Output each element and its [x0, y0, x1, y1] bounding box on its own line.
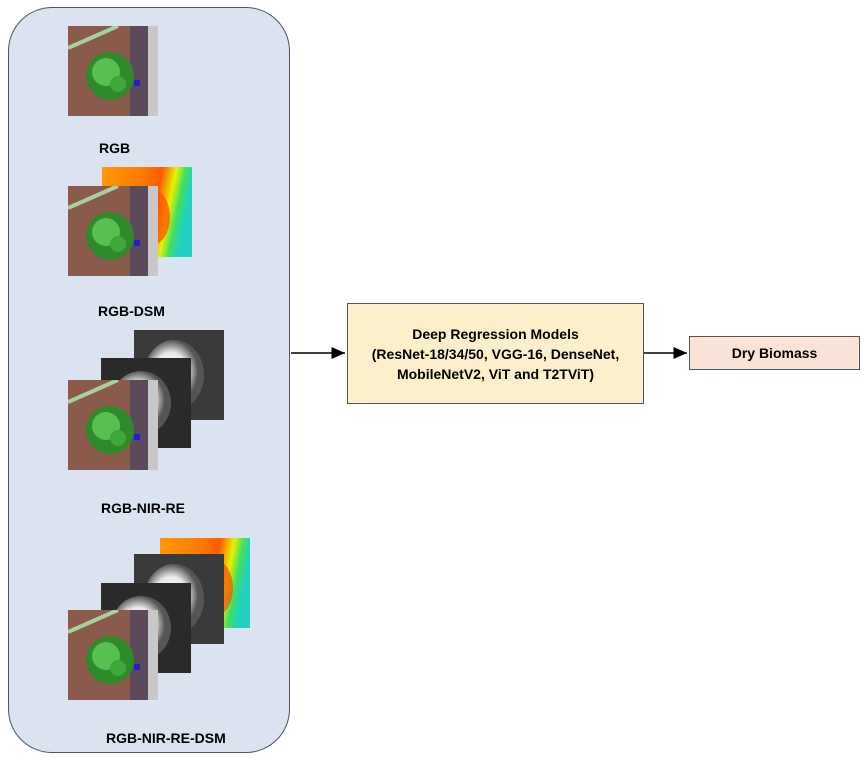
model-list-line1: (ResNet-18/34/50, VGG-16, DenseNet,	[371, 345, 620, 362]
rgb-nir-re-dsm-label: RGB-NIR-RE-DSM	[106, 730, 226, 746]
rgb-dsm-label: RGB-DSM	[98, 303, 165, 319]
dry-biomass-box: Dry Biomass	[689, 336, 860, 370]
rgb-nir-re-label: RGB-NIR-RE	[101, 500, 185, 516]
rgb-dsm-base-image	[68, 186, 158, 276]
dry-biomass-label: Dry Biomass	[731, 345, 818, 361]
model-title: Deep Regression Models	[412, 325, 579, 342]
model-list-line2: MobileNetV2, ViT and T2TViT)	[396, 365, 595, 382]
rgb-nir-re-dsm-base-image	[68, 610, 158, 700]
rgb-image	[68, 26, 158, 116]
deep-regression-models-box: Deep Regression Models (ResNet-18/34/50,…	[347, 303, 644, 404]
rgb-nir-re-base-image	[68, 380, 158, 470]
rgb-label: RGB	[99, 140, 131, 156]
